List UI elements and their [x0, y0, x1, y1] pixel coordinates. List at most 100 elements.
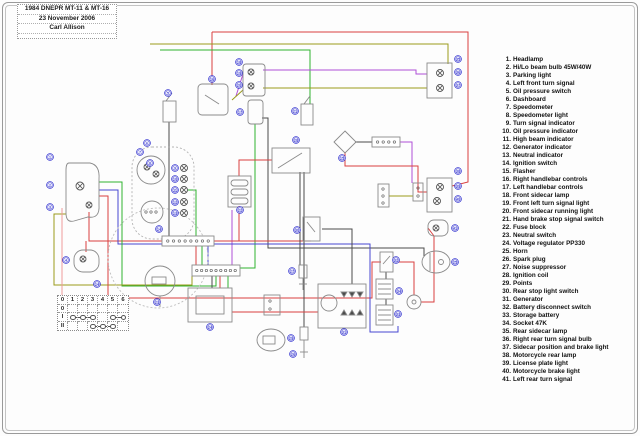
wire-red: [88, 212, 162, 242]
legend-item-number: 31.: [502, 296, 511, 303]
wire-green: [160, 49, 311, 104]
drawing-author: Carl Allison: [18, 24, 116, 34]
callout-ring: [237, 207, 243, 213]
terminal-dot: [177, 239, 181, 243]
wire-green: [240, 124, 256, 269]
legend-item-number: 24.: [502, 240, 511, 247]
legend-item: 10.Oil pressure indicator: [497, 128, 635, 136]
wire-black: [262, 117, 425, 256]
terminal-dot: [376, 140, 380, 144]
title-block-spacer: [18, 34, 116, 38]
callout-ring: [455, 69, 461, 75]
terminal-dot: [195, 268, 199, 273]
diagram-shape: [306, 221, 316, 233]
left-handlebar-controls: [247, 99, 264, 125]
callout-number: 4: [65, 258, 67, 262]
table-header-cell: I: [58, 313, 68, 322]
connector-b: [191, 264, 241, 277]
legend-item-label: Oil pressure indicator: [513, 128, 579, 135]
legend-item-number: 30.: [502, 288, 511, 295]
legend-item-number: 23.: [502, 232, 511, 239]
legend-item-label: Flasher: [513, 168, 536, 175]
callout-number: 16: [210, 77, 214, 81]
callout-ring: [209, 76, 215, 82]
legend-item: 12.Generator indicator: [497, 144, 635, 152]
inner-border: [5, 5, 635, 431]
legend-item-label: High beam indicator: [513, 136, 574, 143]
legend-item: 41.Left rear turn signal: [497, 376, 635, 384]
legend-item: 2.Hi/Lo beam bulb 45W/40W: [497, 64, 635, 72]
generator: [317, 283, 367, 329]
table-header-cell: 1: [68, 296, 78, 305]
legend-item: 17.Left handlebar controls: [497, 184, 635, 192]
rear-sidecar-lamp: [426, 62, 453, 99]
diagram-shape: [348, 309, 356, 316]
table-row: I: [58, 313, 128, 322]
diagram-shape: [382, 255, 391, 265]
legend-item-number: 16.: [502, 176, 511, 183]
diagram-shape: [340, 291, 348, 298]
callout-number: 17: [238, 110, 242, 114]
legend-item-number: 29.: [502, 280, 511, 287]
legend-item-label: Parking light: [513, 72, 552, 79]
bulb-cross: [433, 225, 439, 231]
callout-ring: [290, 351, 296, 357]
legend-item: 29.Points: [497, 280, 635, 288]
contact-dot: [70, 314, 76, 320]
table-cell: [78, 321, 88, 330]
legend-item-label: Left handlebar controls: [513, 184, 583, 191]
wire-blue: [214, 243, 399, 333]
table-cell: [78, 313, 88, 322]
legend-item-number: 26.: [502, 256, 511, 263]
diagram-shape: [303, 95, 311, 105]
table-cell: [98, 321, 108, 330]
legend-item-number: 9.: [505, 120, 511, 127]
callout-number: 1: [49, 155, 51, 159]
title-block: 1984 DNEPR MT-11 & MT-16 23 November 200…: [17, 4, 117, 39]
legend-item-label: Oil pressure switch: [513, 88, 572, 95]
bulb-cross: [437, 85, 443, 91]
legend-item-label: Rear stop light switch: [513, 288, 579, 295]
callout-number: 12: [173, 200, 177, 204]
legend-item-label: Hand brake stop signal switch: [513, 216, 604, 223]
diagram-shape: [277, 152, 303, 169]
diagram-shape: [230, 188, 249, 196]
callout-number: 26: [291, 352, 295, 356]
legend-item-number: 34.: [502, 320, 511, 327]
legend-item-number: 13.: [502, 152, 511, 159]
callout-number: 41: [453, 226, 457, 230]
legend-item-number: 21.: [502, 216, 511, 223]
legend-item: 6.Dashboard: [497, 96, 635, 104]
callout-ring: [455, 168, 461, 174]
callout-ring: [47, 182, 53, 188]
callout-number: 30: [295, 228, 299, 232]
callout-number: 8: [149, 161, 151, 165]
callout-ring: [47, 154, 53, 160]
drawing-date: 23 November 2006: [18, 15, 116, 25]
legend-item-number: 6.: [505, 96, 511, 103]
table-header-cell: 0: [58, 296, 68, 305]
legend-item-number: 14.: [502, 160, 511, 167]
table-row: II: [58, 321, 128, 330]
connector-f: [263, 294, 281, 316]
legend-item-label: Storage battery: [513, 312, 560, 319]
legend-item-label: Front sidecar lamp: [513, 192, 570, 199]
callout-number: 19: [237, 71, 241, 75]
legend-item: 31.Generator: [497, 296, 635, 304]
drawing-title: 1984 DNEPR MT-11 & MT-16: [18, 5, 116, 15]
contact-dot: [110, 323, 116, 329]
terminal-dot: [200, 239, 204, 243]
callout-ring: [452, 259, 458, 265]
terminal-dot: [200, 268, 204, 273]
contact-dot: [90, 314, 96, 320]
legend-item: 26.Spark plug: [497, 256, 635, 264]
callout-number: 34: [397, 289, 401, 293]
legend-item-number: 7.: [505, 104, 511, 111]
table-cell: [98, 313, 108, 322]
terminal-dot: [204, 268, 208, 273]
wire-red: [238, 159, 272, 176]
socket-47k: [406, 294, 422, 310]
legend-item-label: Speedometer: [513, 104, 553, 111]
callout-number: 10: [173, 177, 177, 181]
table-cell: [68, 304, 78, 313]
